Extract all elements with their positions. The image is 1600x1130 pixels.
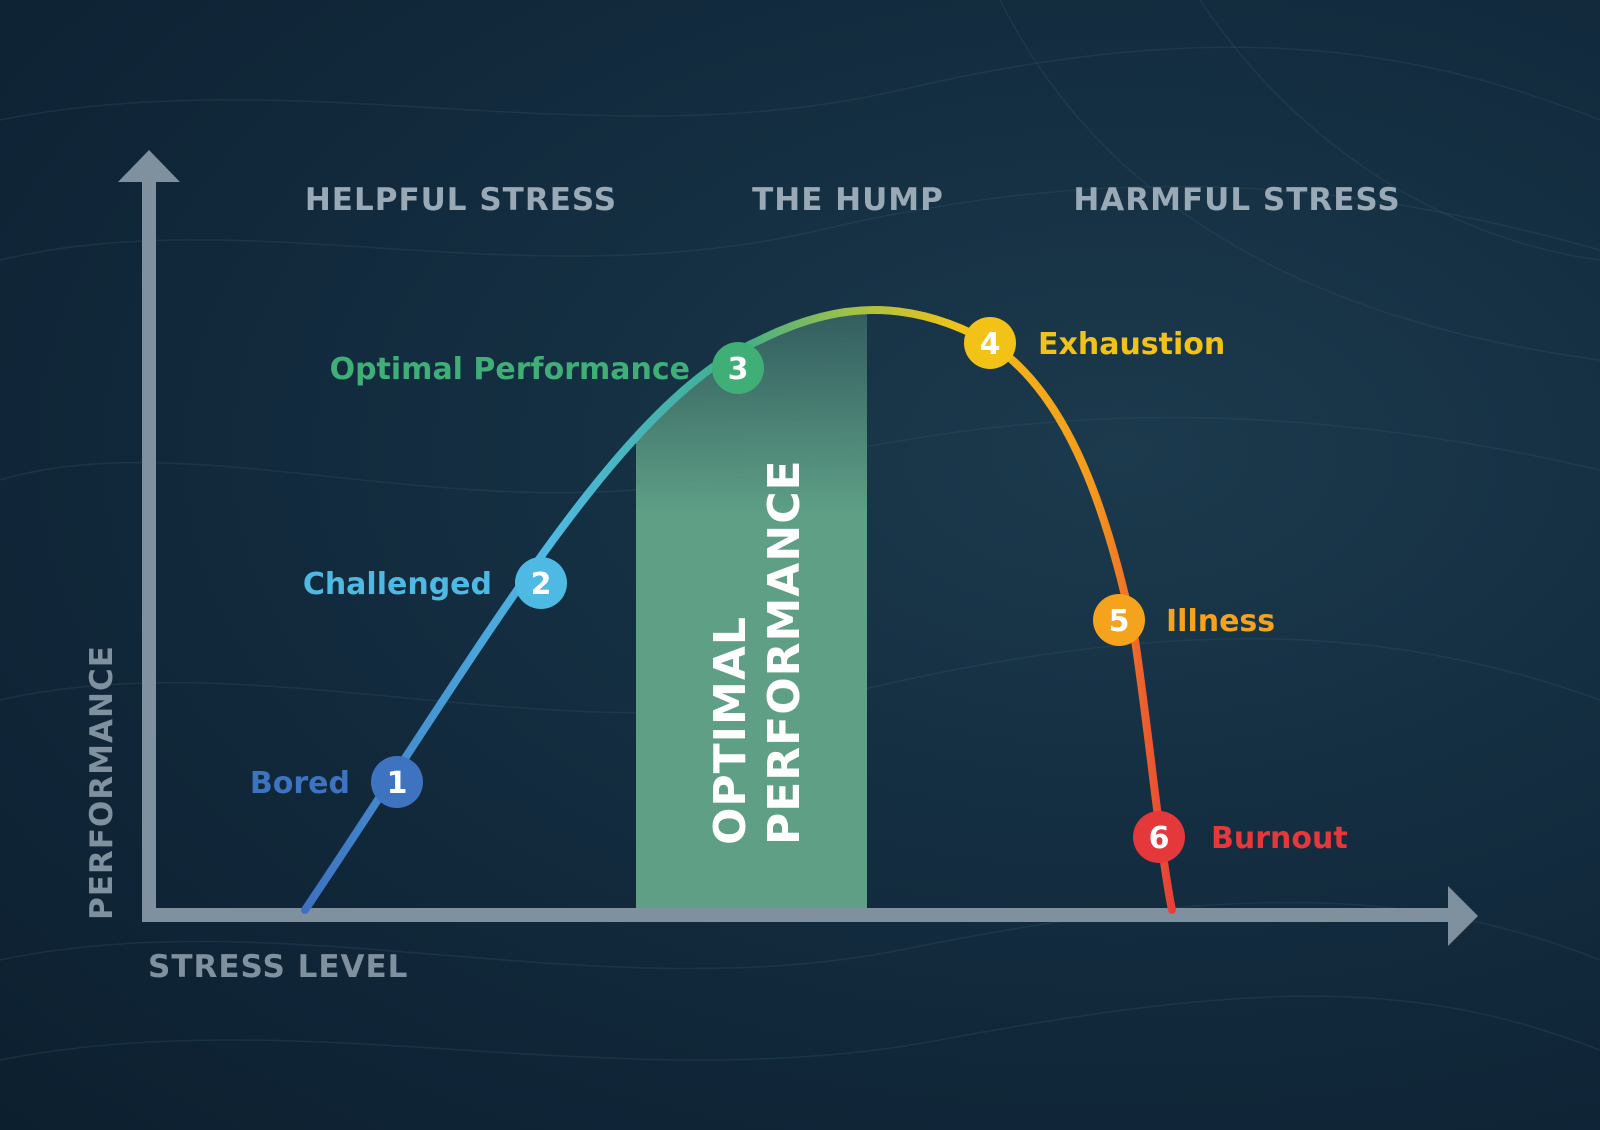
stage-number-4: 4 — [980, 327, 1001, 362]
stage-badge-2 — [515, 557, 567, 609]
x-axis-label: STRESS LEVEL — [148, 949, 408, 985]
stage-badge-1 — [371, 756, 423, 808]
stage-label-illness: Illness — [1166, 604, 1275, 639]
stage-label-exhaustion: Exhaustion — [1038, 327, 1225, 362]
stage-badge-5 — [1093, 594, 1145, 646]
stage-label-burnout: Burnout — [1211, 821, 1348, 856]
stage-number-3: 3 — [728, 352, 749, 387]
stage-marker-4: 4 Exhaustion — [964, 317, 1225, 369]
x-axis-line — [142, 908, 1452, 922]
x-axis-arrow — [1448, 886, 1478, 946]
stage-badge-4 — [964, 317, 1016, 369]
stage-number-5: 5 — [1109, 604, 1130, 639]
stage-badge-6 — [1133, 811, 1185, 863]
stage-badge-3 — [712, 342, 764, 394]
zone-label-helpful-stress: HELPFUL STRESS — [305, 182, 617, 218]
optimal-band-clip — [636, 310, 867, 910]
y-axis-arrow — [118, 150, 180, 182]
stage-number-2: 2 — [531, 567, 552, 602]
stage-label-optimal-performance: Optimal Performance — [330, 352, 690, 387]
stage-marker-1: 1 Bored — [250, 756, 423, 808]
stage-label-challenged: Challenged — [303, 567, 492, 602]
stage-marker-2: 2 Challenged — [303, 557, 567, 609]
stage-label-bored: Bored — [250, 766, 350, 801]
band-label-line2: PERFORMANCE — [759, 459, 810, 845]
zone-label-harmful-stress: HARMFUL STRESS — [1073, 182, 1400, 218]
stage-marker-3: 3 Optimal Performance — [330, 342, 764, 394]
y-axis-label: PERFORMANCE — [84, 645, 120, 920]
axes — [118, 150, 1478, 946]
optimal-performance-band — [636, 310, 867, 910]
stage-number-1: 1 — [387, 766, 408, 801]
stage-marker-6: 6 Burnout — [1133, 811, 1348, 863]
stage-number-6: 6 — [1149, 821, 1170, 856]
y-axis-line — [142, 176, 156, 916]
zone-label-the-hump: THE HUMP — [752, 182, 944, 218]
band-label-line1: OPTIMAL — [705, 616, 756, 845]
stage-marker-5: 5 Illness — [1093, 594, 1275, 646]
